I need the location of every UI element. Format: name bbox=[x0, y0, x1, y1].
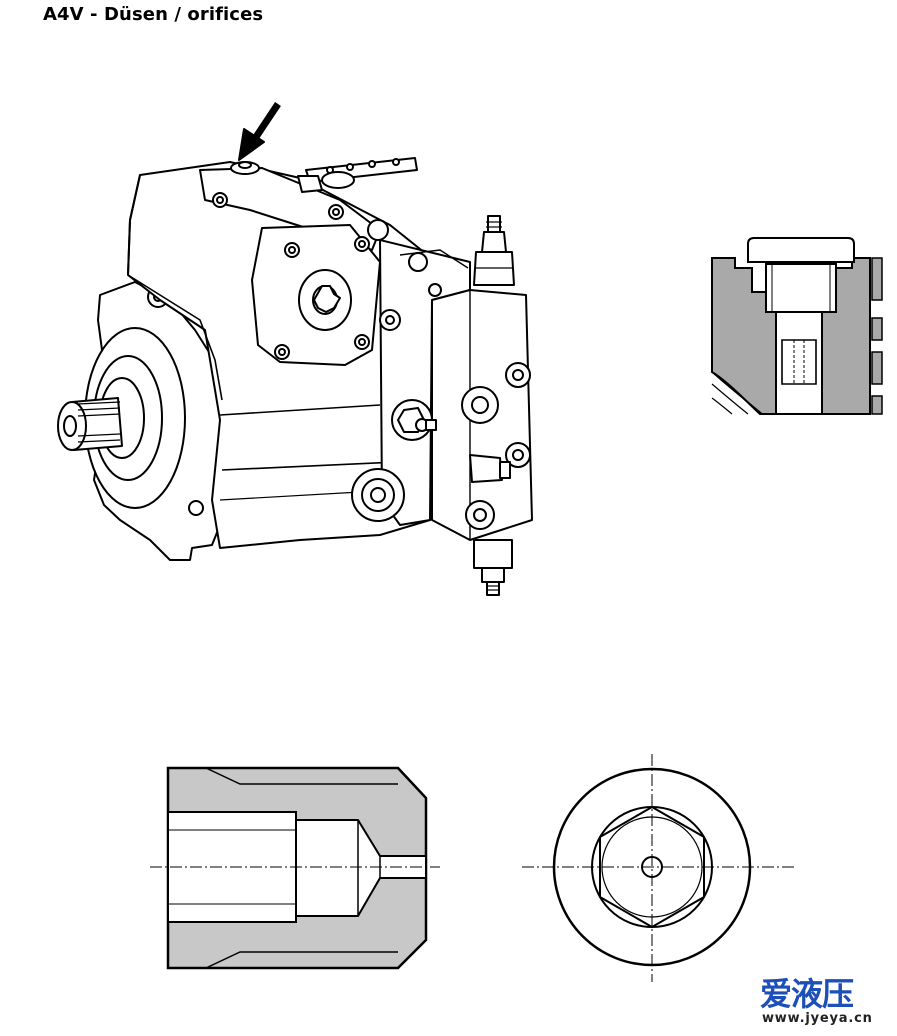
control-block bbox=[351, 239, 533, 541]
bottom-valve-cartridge bbox=[473, 539, 513, 596]
top-cover bbox=[199, 167, 381, 366]
watermark-logo: 爱液压 www.jyeya.cn bbox=[760, 976, 890, 1034]
orifice-longitudinal-section bbox=[150, 766, 440, 970]
pointer-arrow-icon bbox=[238, 102, 281, 161]
side-adjuster bbox=[415, 418, 511, 483]
location-section-detail bbox=[711, 237, 883, 415]
pump-drawing bbox=[57, 102, 533, 596]
watermark-url: www.jyeya.cn bbox=[762, 1011, 873, 1026]
control-lever bbox=[297, 157, 418, 241]
page-title: A4V - Düsen / orifices bbox=[43, 4, 264, 25]
top-valve-cartridge bbox=[473, 215, 515, 286]
orifice-end-view bbox=[522, 754, 796, 982]
drive-shaft bbox=[57, 397, 123, 451]
watermark-brand: 爱液压 bbox=[760, 975, 854, 1013]
orifice-plug-top bbox=[212, 161, 344, 220]
